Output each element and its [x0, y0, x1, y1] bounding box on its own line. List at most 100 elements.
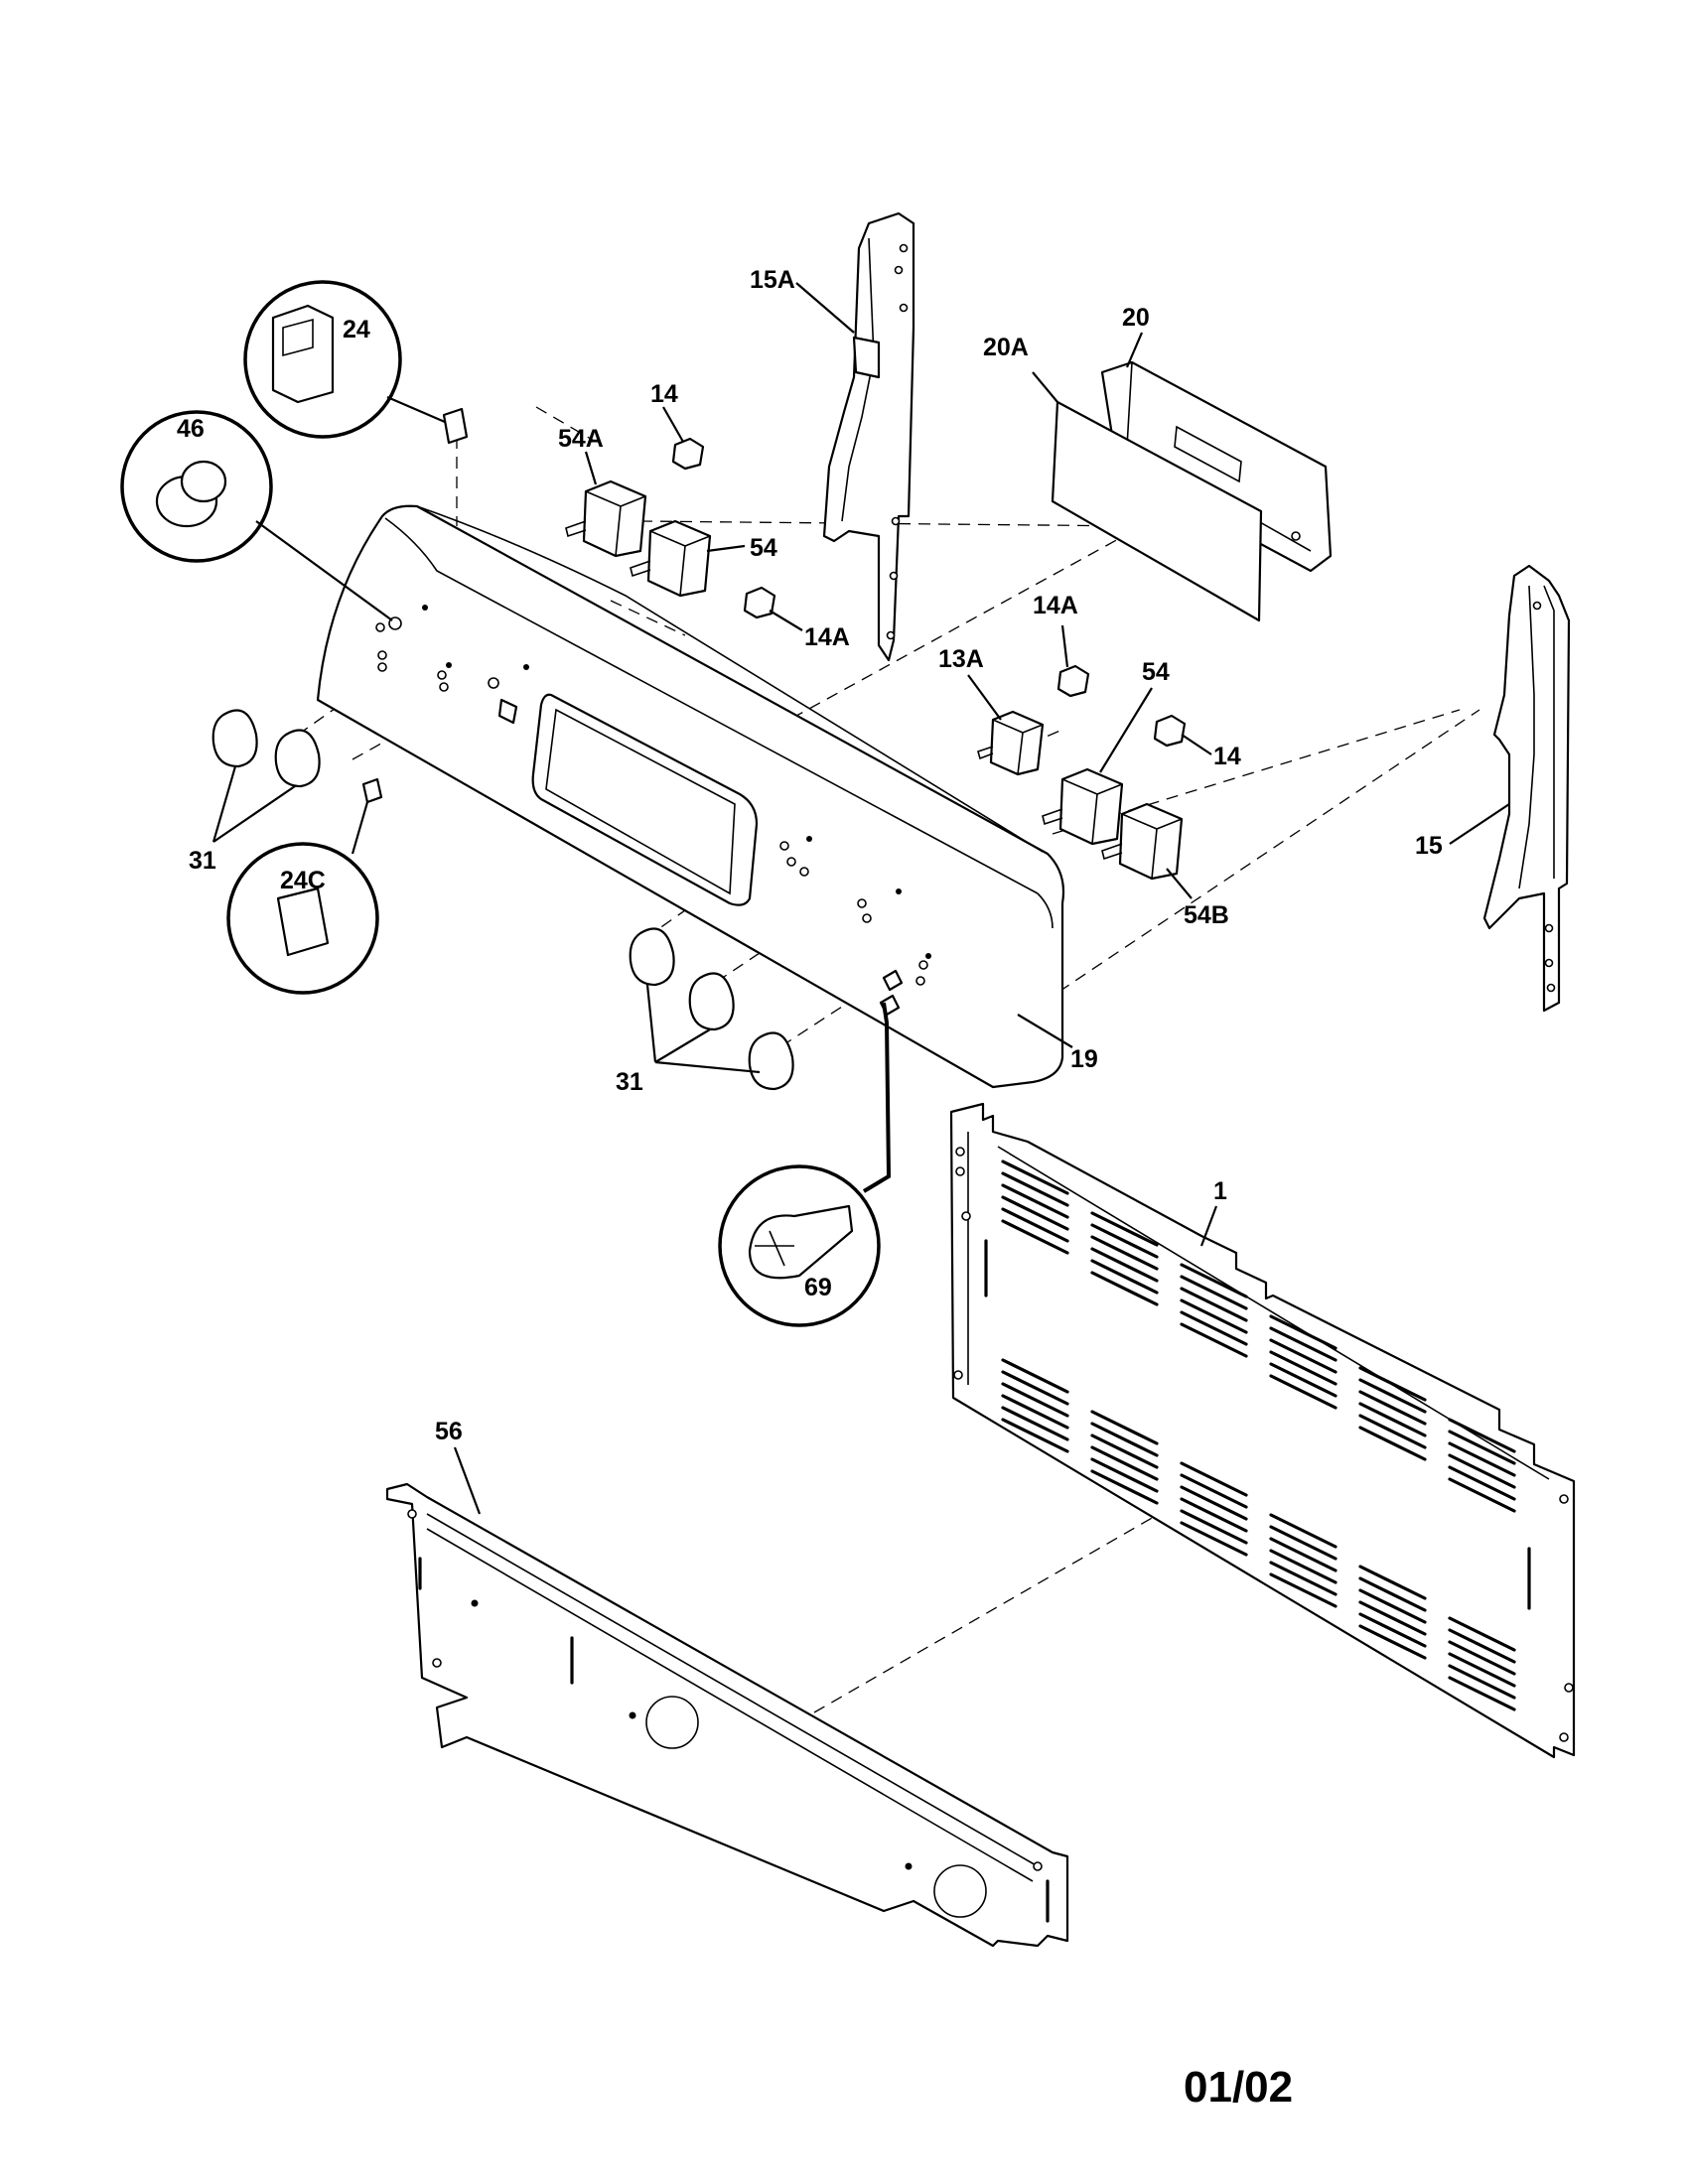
louver-slot — [1358, 1378, 1427, 1414]
louver-slot — [1269, 1537, 1337, 1572]
louver-slot — [1448, 1453, 1516, 1489]
callout-labels: 15A 20 20A 24 46 14 54A 54 14A 14A 13A 5… — [177, 266, 1443, 2112]
lower-bracket-part-56 — [385, 1482, 1069, 1948]
louver-slot — [1180, 1485, 1248, 1521]
louver-slot — [1001, 1160, 1069, 1195]
callout-31-left: 31 — [189, 847, 216, 875]
callout-14A-mid: 14A — [1033, 592, 1078, 619]
louver-slot — [1090, 1211, 1159, 1247]
louver-slot — [1180, 1298, 1248, 1334]
louver-slot — [1180, 1461, 1248, 1497]
louver-slot — [1180, 1287, 1248, 1322]
louver-slot — [1358, 1624, 1427, 1660]
callout-14A-top: 14A — [804, 623, 850, 651]
louver-slot — [1448, 1477, 1516, 1513]
louver-slot — [1358, 1612, 1427, 1648]
louver-slot — [1448, 1640, 1516, 1676]
louver-slot — [1269, 1314, 1337, 1350]
callout-14-top: 14 — [650, 380, 678, 408]
detail-bubble-24 — [243, 280, 402, 439]
louver-slot — [1090, 1422, 1159, 1457]
louver-slot — [1448, 1616, 1516, 1652]
louver-slot — [1269, 1513, 1337, 1549]
louver-slot — [1448, 1676, 1516, 1711]
callout-31-bottom: 31 — [616, 1068, 643, 1096]
louver-slot — [1001, 1195, 1069, 1231]
louver-slot — [1448, 1664, 1516, 1700]
louver-slot — [1180, 1473, 1248, 1509]
side-bracket-part-15A — [822, 211, 915, 662]
louver-slot — [1269, 1525, 1337, 1561]
louver-slot — [1180, 1275, 1248, 1310]
louver-slot — [1358, 1414, 1427, 1449]
louver-slot — [1180, 1497, 1248, 1533]
louver-slot — [1001, 1370, 1069, 1406]
louver-slot — [1358, 1576, 1427, 1612]
callout-20A: 20A — [983, 334, 1029, 361]
callout-69: 69 — [804, 1274, 832, 1301]
detail-bubble-69 — [718, 1164, 881, 1327]
louver-slot — [1448, 1441, 1516, 1477]
callout-13A: 13A — [938, 645, 984, 673]
callout-1: 1 — [1213, 1177, 1227, 1205]
louver-slot — [1180, 1521, 1248, 1557]
callout-56: 56 — [435, 1418, 463, 1445]
louver-slot — [1001, 1382, 1069, 1418]
louver-slot — [1269, 1362, 1337, 1398]
louver-slot — [1001, 1406, 1069, 1441]
callout-24C: 24C — [280, 867, 326, 894]
louver-slot — [1001, 1183, 1069, 1219]
louver-slot — [1358, 1565, 1427, 1600]
louver-slot — [1090, 1271, 1159, 1306]
louver-slot — [1448, 1652, 1516, 1688]
callout-54A: 54A — [558, 425, 604, 453]
callout-54B: 54B — [1184, 901, 1229, 929]
callout-19: 19 — [1070, 1045, 1098, 1073]
louver-slot — [1090, 1433, 1159, 1469]
revision-date: 01/02 — [1184, 2063, 1293, 2112]
louver-slot — [1448, 1628, 1516, 1664]
louver-slot — [1090, 1247, 1159, 1283]
louver-slot — [1358, 1600, 1427, 1636]
louver-slot — [1358, 1402, 1427, 1437]
rocker-switches-parts-24-24C — [361, 407, 469, 804]
callout-20: 20 — [1122, 304, 1150, 332]
louver-slot — [1448, 1430, 1516, 1465]
louver-slot — [1358, 1390, 1427, 1426]
callout-54-top: 54 — [750, 534, 777, 562]
louver-slot — [1180, 1310, 1248, 1346]
callout-15A: 15A — [750, 266, 795, 294]
detail-bubble-46 — [120, 410, 273, 563]
callout-24: 24 — [343, 316, 370, 343]
louver-slot — [1269, 1338, 1337, 1374]
louver-slot — [1269, 1561, 1337, 1596]
detail-bubble-24C — [226, 842, 379, 995]
louver-slot — [1180, 1509, 1248, 1545]
callout-46: 46 — [177, 415, 205, 443]
louver-slot — [1180, 1322, 1248, 1358]
indicator-light-parts-14-14A — [671, 437, 1187, 748]
louver-slot — [1269, 1350, 1337, 1386]
louver-slot — [1090, 1235, 1159, 1271]
louver-slot — [1180, 1263, 1248, 1298]
callout-14-mid: 14 — [1213, 743, 1241, 770]
side-bracket-part-15 — [1482, 564, 1571, 1013]
louver-slot — [1001, 1394, 1069, 1430]
louver-slot — [1090, 1445, 1159, 1481]
louver-slot — [1001, 1219, 1069, 1255]
louver-slot — [1269, 1572, 1337, 1608]
louver-slot — [1001, 1418, 1069, 1453]
louver-slot — [1001, 1358, 1069, 1394]
louver-slot — [1269, 1374, 1337, 1410]
louver-grid — [1001, 1160, 1516, 1711]
louver-slot — [1001, 1171, 1069, 1207]
infinite-switch-part-54 — [630, 519, 712, 598]
louver-slot — [1090, 1223, 1159, 1259]
louver-slot — [1269, 1326, 1337, 1362]
louver-slot — [1090, 1469, 1159, 1505]
rear-panel-part-1 — [949, 1102, 1576, 1759]
leader-lines — [211, 282, 1510, 1515]
infinite-switch-part-54A — [565, 479, 647, 558]
